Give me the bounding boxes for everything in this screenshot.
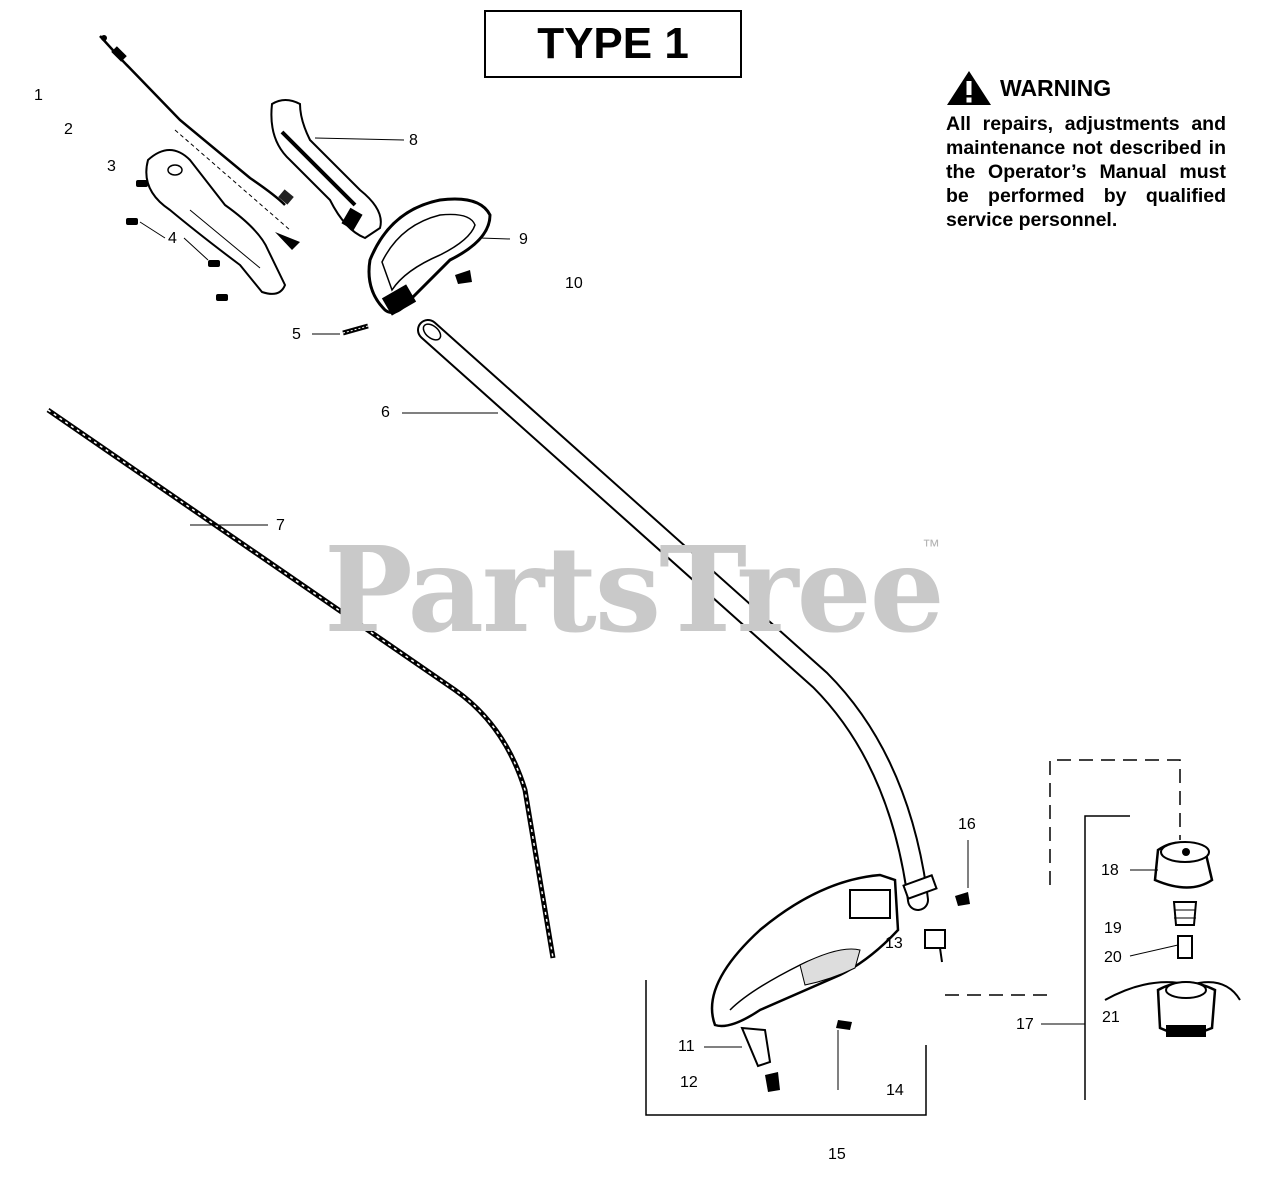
leader-lines — [139, 137, 1179, 1090]
callout-8: 8 — [409, 132, 418, 149]
watermark-trademark: ™ — [922, 536, 940, 556]
callout-11: 11 — [678, 1038, 695, 1055]
callout-4: 4 — [168, 230, 177, 247]
throttle-cable — [99, 35, 286, 206]
callout-1: 1 — [34, 87, 43, 104]
warning-text: All repairs, adjustments and maintenance… — [946, 113, 1226, 231]
handle-housing-left — [145, 149, 287, 295]
callout-14: 14 — [886, 1082, 904, 1099]
watermark: PartsTree — [324, 520, 945, 659]
drive-shaft — [46, 407, 556, 959]
callout-21: 21 — [1102, 1009, 1120, 1026]
callout-19: 19 — [1104, 920, 1122, 937]
callout-13: 13 — [885, 935, 903, 952]
callout-7: 7 — [276, 517, 285, 534]
callout-12: 12 — [680, 1074, 698, 1091]
callout-10: 10 — [565, 275, 583, 292]
warning-triangle-icon — [947, 71, 991, 105]
page-title: TYPE 1 — [484, 10, 742, 78]
handle-housing-right — [270, 99, 382, 240]
callout-18: 18 — [1101, 862, 1119, 879]
callout-5: 5 — [292, 326, 301, 343]
callout-2: 2 — [64, 121, 73, 138]
screws — [126, 180, 228, 301]
callout-17: 17 — [1016, 1016, 1034, 1033]
warning-heading: WARNING — [1000, 74, 1112, 101]
callout-9: 9 — [519, 231, 528, 248]
callout-6: 6 — [381, 404, 390, 421]
trimmer-head — [1104, 841, 1241, 1037]
callout-16: 16 — [958, 816, 976, 833]
bracket-lines — [645, 759, 1181, 1116]
callout-15: 15 — [828, 1146, 846, 1163]
callout-20: 20 — [1104, 949, 1122, 966]
warning-notice: WARNING All repairs, adjustments and mai… — [946, 70, 1226, 232]
callout-3: 3 — [107, 158, 116, 175]
